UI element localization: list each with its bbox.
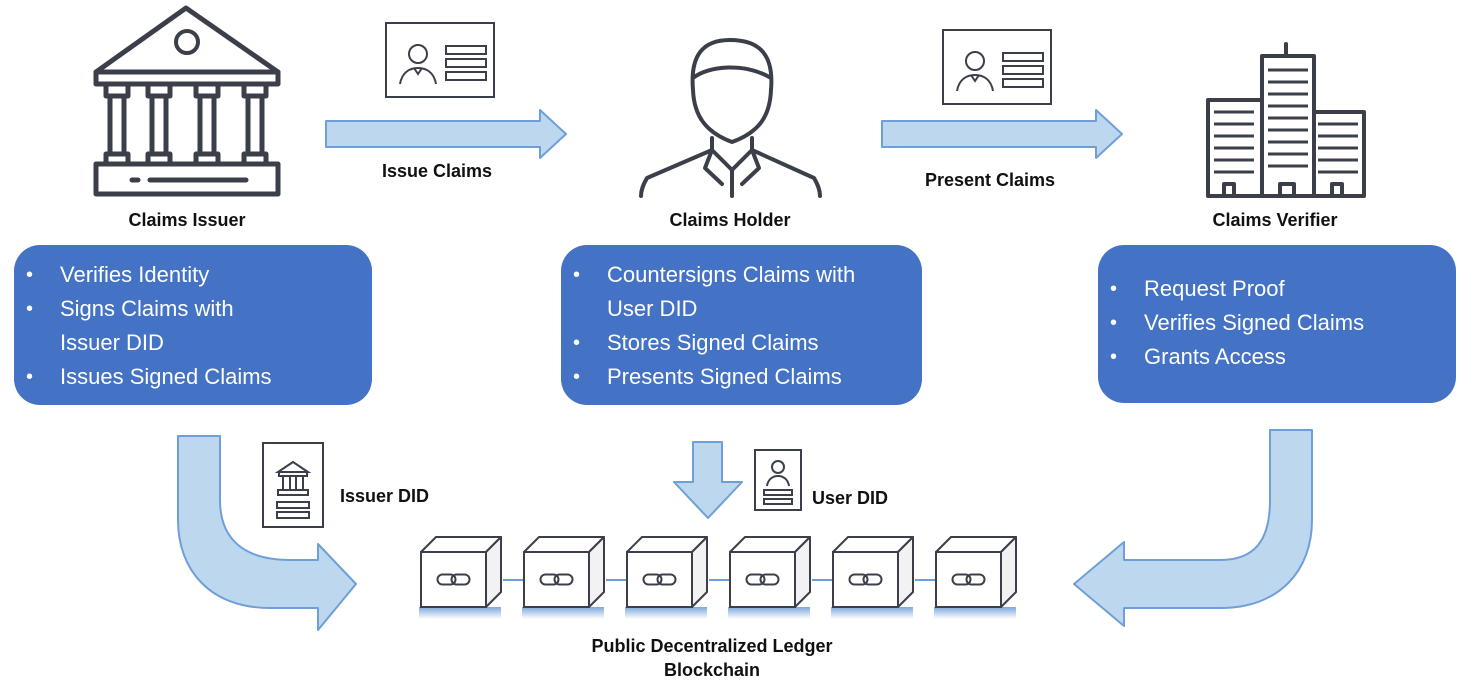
issuer-action: Verifies Identity bbox=[14, 258, 372, 292]
bank-building-icon bbox=[93, 5, 281, 197]
present-claims-label: Present Claims bbox=[924, 170, 1056, 190]
verifier-to-ledger-arrow bbox=[1073, 429, 1313, 627]
id-card-icon bbox=[942, 29, 1052, 105]
chain-link-icon bbox=[951, 573, 986, 586]
issuer-actions-box: Verifies Identity Signs Claims with Issu… bbox=[14, 245, 372, 405]
verifier-actions-box: Request Proof Verifies Signed Claims Gra… bbox=[1098, 245, 1456, 403]
holder-action: Countersigns Claims with User DID bbox=[561, 258, 857, 326]
ledger-block bbox=[934, 536, 1017, 619]
chain-link-icon bbox=[848, 573, 883, 586]
issuer-action: Signs Claims with Issuer DID bbox=[14, 292, 280, 360]
verifier-action: Grants Access bbox=[1098, 340, 1456, 374]
holder-actions-list: Countersigns Claims with User DID Stores… bbox=[561, 258, 922, 394]
issuer-did-label: Issuer DID bbox=[340, 486, 430, 506]
issuer-to-ledger-arrow bbox=[177, 435, 357, 631]
person-icon bbox=[639, 38, 822, 198]
chain-link-icon bbox=[436, 573, 471, 586]
holder-action: Stores Signed Claims bbox=[561, 326, 922, 360]
id-card-icon bbox=[385, 22, 495, 98]
verifier-action: Request Proof bbox=[1098, 272, 1456, 306]
chain-link-icon bbox=[539, 573, 574, 586]
ledger-block bbox=[728, 536, 811, 619]
ledger-caption-line1: Public Decentralized Ledger bbox=[591, 636, 833, 656]
ledger-block bbox=[419, 536, 502, 619]
ledger-block bbox=[831, 536, 914, 619]
issuer-action: Issues Signed Claims bbox=[14, 360, 372, 394]
holder-actions-box: Countersigns Claims with User DID Stores… bbox=[561, 245, 922, 405]
issuer-actions-list: Verifies Identity Signs Claims with Issu… bbox=[14, 258, 372, 394]
present-claims-arrow bbox=[881, 109, 1123, 159]
blockchain-blocks bbox=[419, 536, 1017, 619]
user-did-document-icon bbox=[754, 449, 802, 511]
issue-claims-label: Issue Claims bbox=[381, 161, 493, 181]
ledger-block bbox=[625, 536, 708, 619]
issuer-title: Claims Issuer bbox=[128, 210, 246, 230]
verifier-actions-list: Request Proof Verifies Signed Claims Gra… bbox=[1098, 272, 1456, 374]
chain-link-icon bbox=[745, 573, 780, 586]
office-buildings-icon bbox=[1206, 42, 1366, 198]
user-did-label: User DID bbox=[812, 488, 889, 508]
holder-title: Claims Holder bbox=[669, 210, 791, 230]
verifier-action: Verifies Signed Claims bbox=[1098, 306, 1456, 340]
issuer-did-document-icon bbox=[262, 442, 324, 528]
chain-link-icon bbox=[642, 573, 677, 586]
issue-claims-arrow bbox=[325, 109, 567, 159]
holder-to-ledger-arrow bbox=[673, 441, 743, 519]
ledger-caption-line2: Blockchain bbox=[663, 660, 761, 680]
holder-action: Presents Signed Claims bbox=[561, 360, 922, 394]
verifier-title: Claims Verifier bbox=[1212, 210, 1338, 230]
ledger-block bbox=[522, 536, 605, 619]
